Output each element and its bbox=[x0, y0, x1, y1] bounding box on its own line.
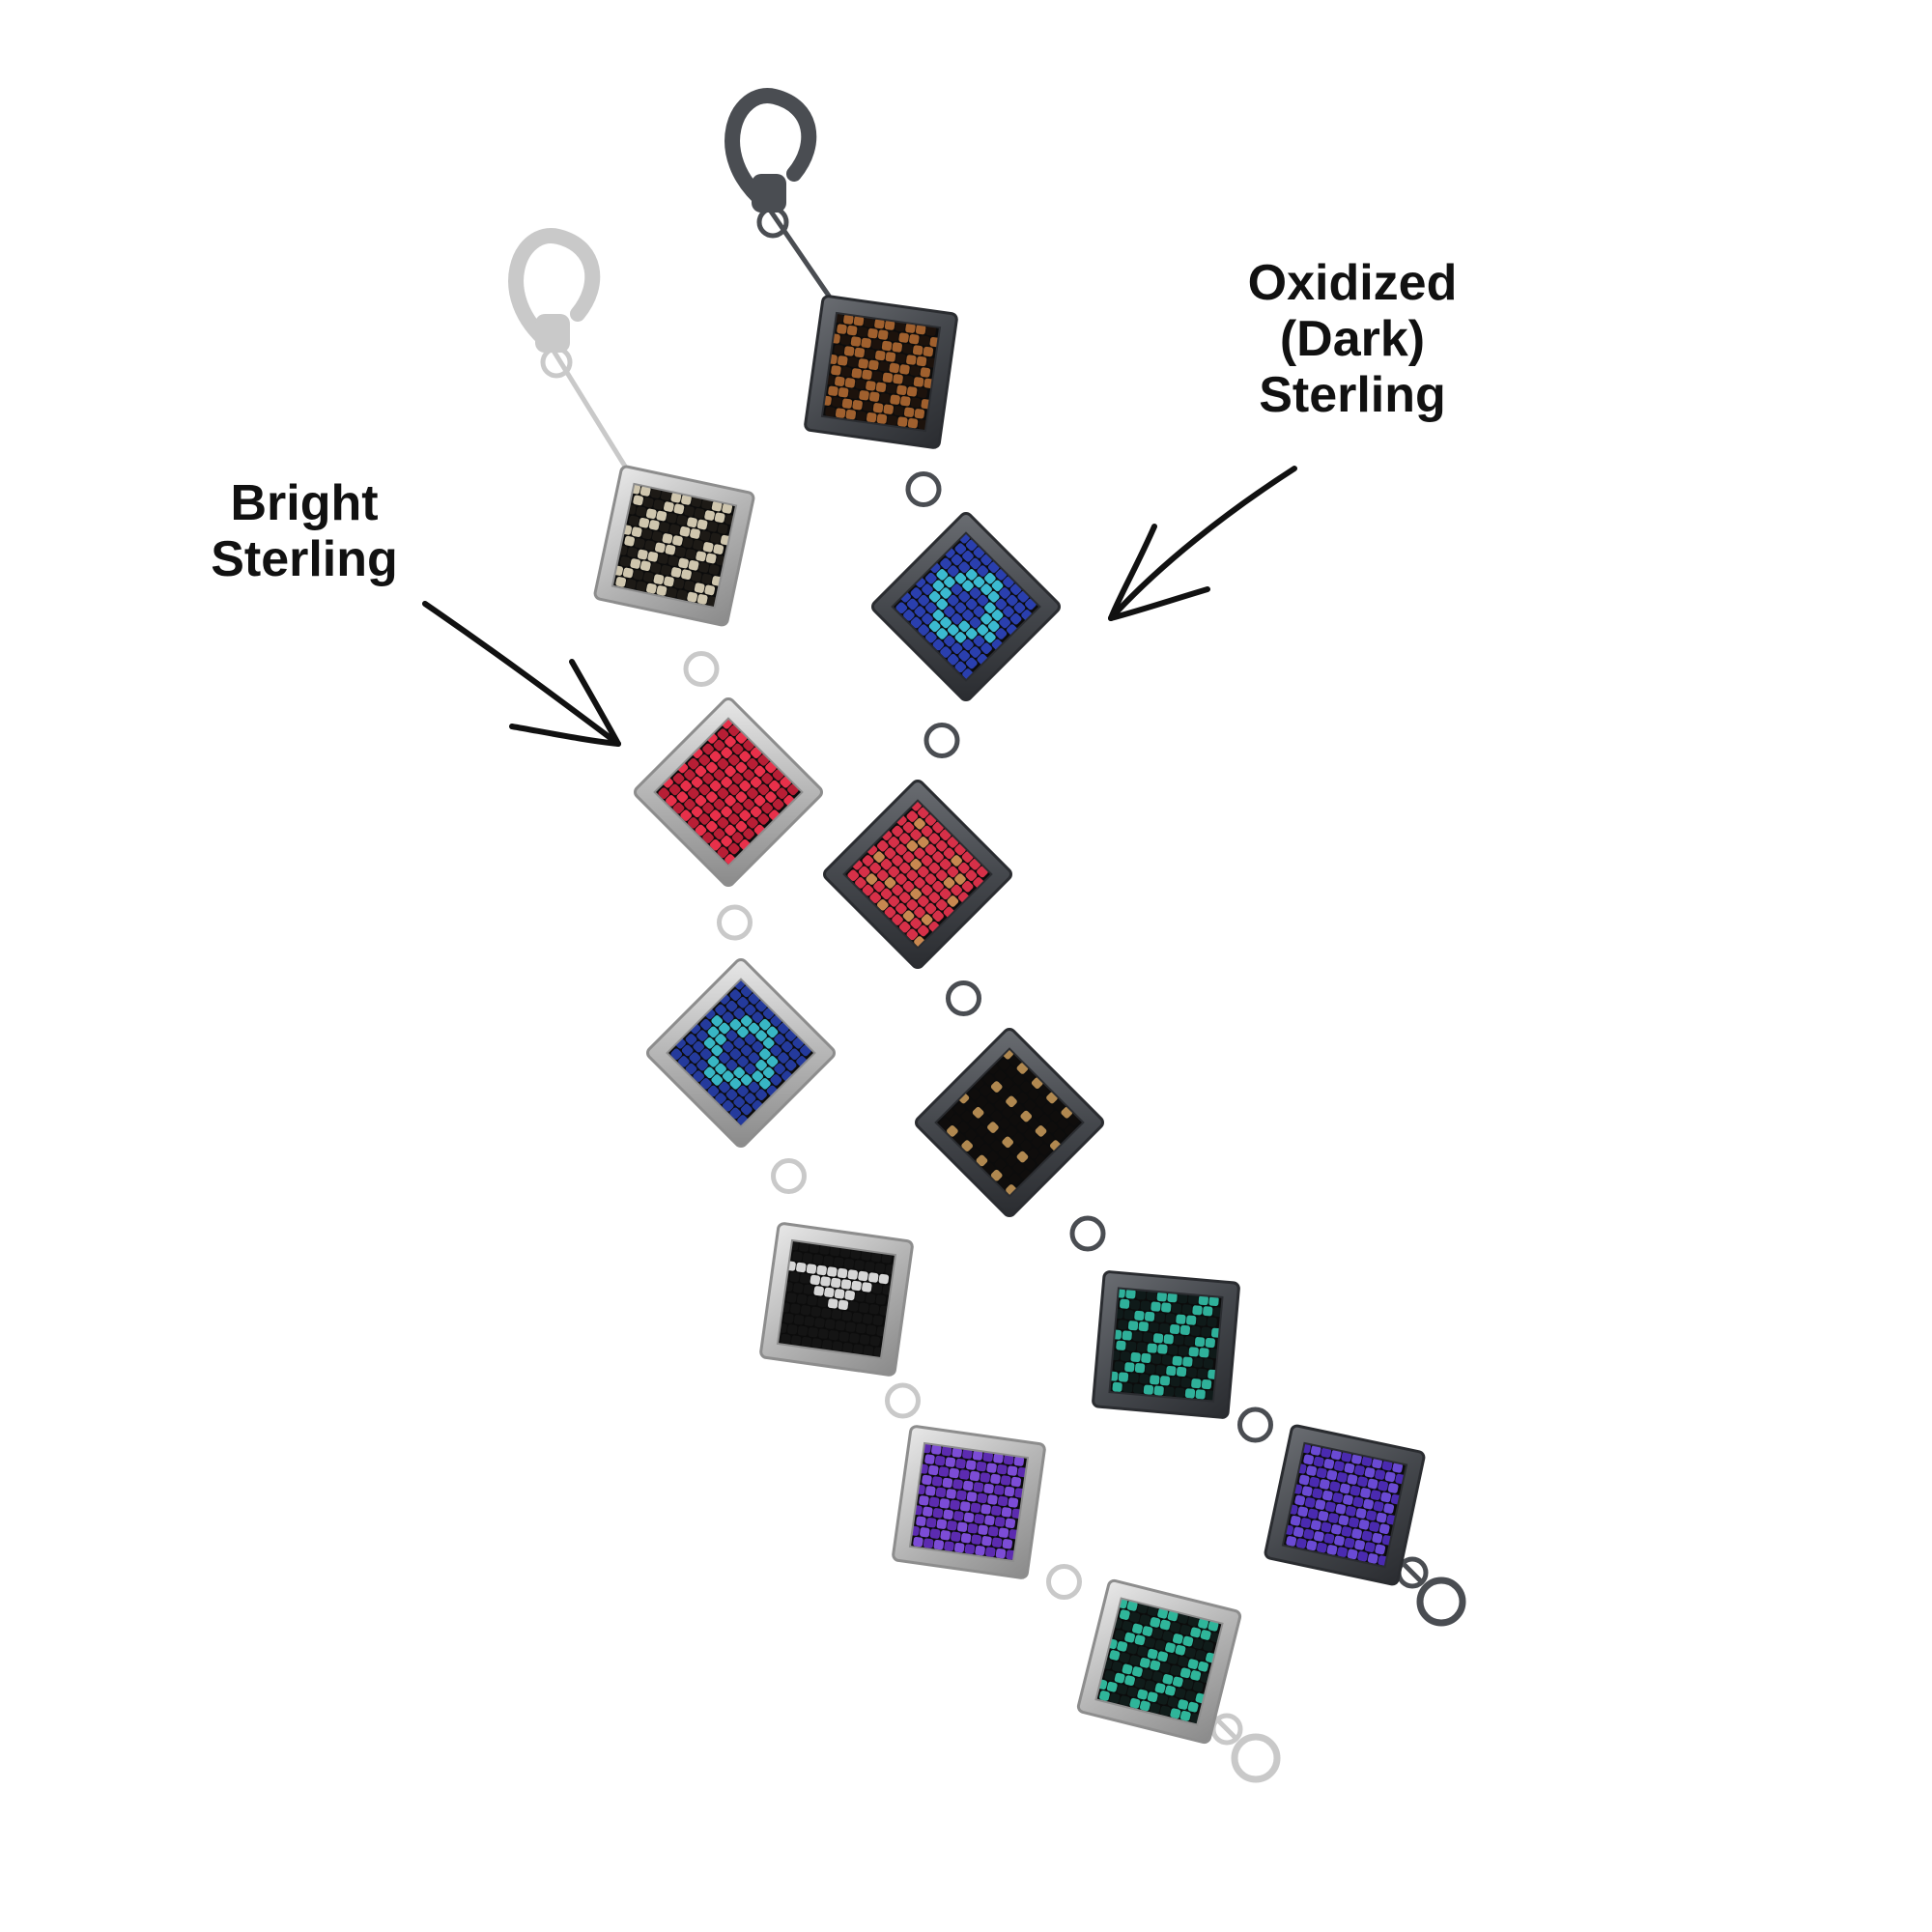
lobster-clasp bbox=[724, 88, 817, 211]
clasp-body bbox=[535, 314, 570, 353]
beaded-charm bbox=[633, 696, 824, 888]
bright-sterling-label: Bright Sterling bbox=[193, 475, 415, 587]
bright-label-line-2: Sterling bbox=[211, 531, 398, 588]
jump-ring bbox=[923, 723, 960, 758]
beaded-charm bbox=[870, 511, 1062, 702]
oxidized-label-line-3: Sterling bbox=[1259, 367, 1446, 424]
beaded-charm bbox=[892, 1425, 1046, 1579]
lobster-clasp bbox=[508, 228, 601, 351]
bead-weave bbox=[1096, 1598, 1222, 1724]
jump-ring bbox=[905, 471, 942, 507]
beaded-charm bbox=[804, 295, 958, 449]
bright-bracelet-chain bbox=[508, 228, 1281, 1783]
jump-ring bbox=[1237, 1406, 1273, 1443]
bead-weave bbox=[1109, 1288, 1223, 1401]
jump-ring bbox=[1069, 1215, 1106, 1252]
bead-weave bbox=[910, 1443, 1028, 1560]
bright-sterling-bracelet bbox=[593, 465, 1242, 1745]
beaded-charm bbox=[1264, 1424, 1426, 1586]
jump-ring bbox=[771, 1158, 807, 1194]
jump-ring bbox=[717, 904, 753, 941]
beaded-charm bbox=[645, 957, 837, 1149]
bead-weave bbox=[895, 532, 1037, 680]
arrow-to-bright-bracelet bbox=[422, 601, 621, 747]
beaded-charm bbox=[593, 465, 755, 627]
bead-weave bbox=[612, 483, 736, 607]
clasp-body bbox=[752, 174, 786, 213]
oxidized-label-line-2: (Dark) bbox=[1279, 311, 1426, 368]
oxidized-label-line-1: Oxidized bbox=[1247, 255, 1458, 311]
bead-weave bbox=[939, 1048, 1080, 1196]
jump-ring bbox=[683, 651, 720, 687]
jump-ring bbox=[885, 1382, 921, 1419]
bright-label-line-1: Bright bbox=[230, 475, 379, 531]
beaded-charm bbox=[759, 1222, 914, 1377]
jump-ring bbox=[1046, 1564, 1082, 1600]
oxidized-sterling-label: Oxidized (Dark) Sterling bbox=[1208, 255, 1497, 424]
beaded-charm bbox=[914, 1027, 1105, 1218]
bead-weave bbox=[1283, 1442, 1406, 1566]
beaded-charm bbox=[1092, 1270, 1240, 1419]
arrow-to-oxidized-bracelet bbox=[1108, 466, 1297, 621]
end-ring bbox=[1231, 1733, 1281, 1783]
oxidized-bracelet-chain bbox=[724, 88, 1466, 1627]
beaded-charm bbox=[1076, 1578, 1242, 1745]
oxidized-sterling-bracelet bbox=[804, 295, 1426, 1586]
jump-ring bbox=[946, 980, 981, 1016]
bead-weave bbox=[778, 1240, 895, 1357]
beaded-charm bbox=[822, 779, 1013, 970]
end-ring bbox=[1416, 1577, 1466, 1627]
